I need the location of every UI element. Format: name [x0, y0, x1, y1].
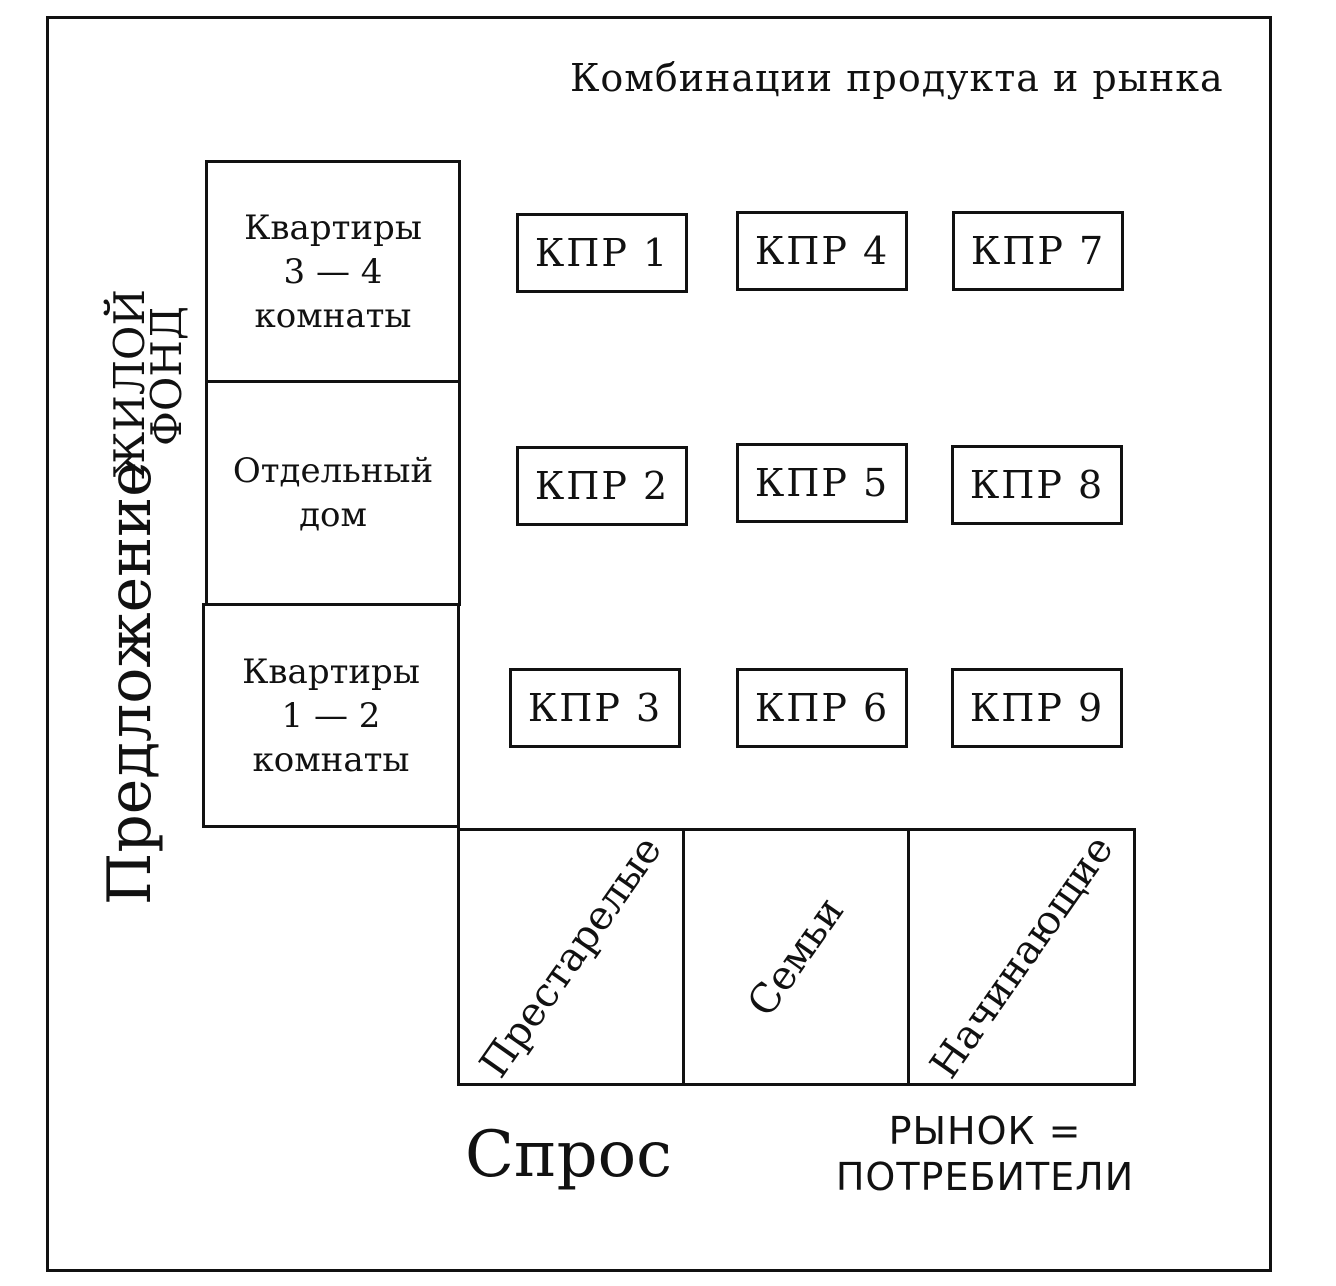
row-label-line: комнаты [252, 739, 410, 780]
market-consumers-label: РЫНОК = ПОТРЕБИТЕЛИ [790, 1108, 1180, 1200]
row-label-line: дом [299, 495, 367, 535]
market-column-beginners: Начинающие [907, 827, 1136, 1087]
column-label: Начинающие [921, 827, 1122, 1087]
demand-axis-label: Спрос [465, 1118, 672, 1192]
combination-box-9: КПР 9 [951, 668, 1123, 748]
market-column-families: Семьи [682, 828, 910, 1086]
product-row-apartments-3-4: Квартиры 3 — 4 комнаты [205, 160, 461, 383]
row-label-line: Квартиры [244, 207, 422, 248]
row-label-line: 3 — 4 [283, 251, 383, 292]
combination-box-2: КПР 2 [516, 446, 688, 526]
column-label: Престарелые [471, 828, 671, 1086]
column-label: Семьи [738, 888, 854, 1026]
combination-box-5: КПР 5 [736, 443, 908, 523]
row-label-line: 1 — 2 [281, 695, 381, 736]
market-label-line: РЫНОК = [888, 1109, 1082, 1153]
supply-axis-label: Предложение [95, 461, 165, 905]
row-label-line: Квартиры [242, 651, 420, 692]
housing-stock-label-line2: ФОНД [142, 305, 191, 447]
diagram-title: Комбинации продукта и рынка [570, 56, 1224, 100]
market-column-elderly: Престарелые [457, 828, 685, 1086]
diagram-frame [46, 16, 1272, 1272]
row-label-line: комнаты [254, 295, 412, 336]
product-row-separate-house: Отдельный дом [205, 380, 461, 606]
product-row-apartments-1-2: Квартиры 1 — 2 комнаты [202, 603, 460, 828]
combination-box-6: КПР 6 [736, 668, 908, 748]
combination-box-3: КПР 3 [509, 668, 681, 748]
combination-box-1: КПР 1 [516, 213, 688, 293]
combination-box-7: КПР 7 [952, 211, 1124, 291]
combination-box-4: КПР 4 [736, 211, 908, 291]
combination-box-8: КПР 8 [951, 445, 1123, 525]
market-label-line: ПОТРЕБИТЕЛИ [835, 1155, 1135, 1199]
row-label-line: Отдельный [232, 451, 434, 491]
